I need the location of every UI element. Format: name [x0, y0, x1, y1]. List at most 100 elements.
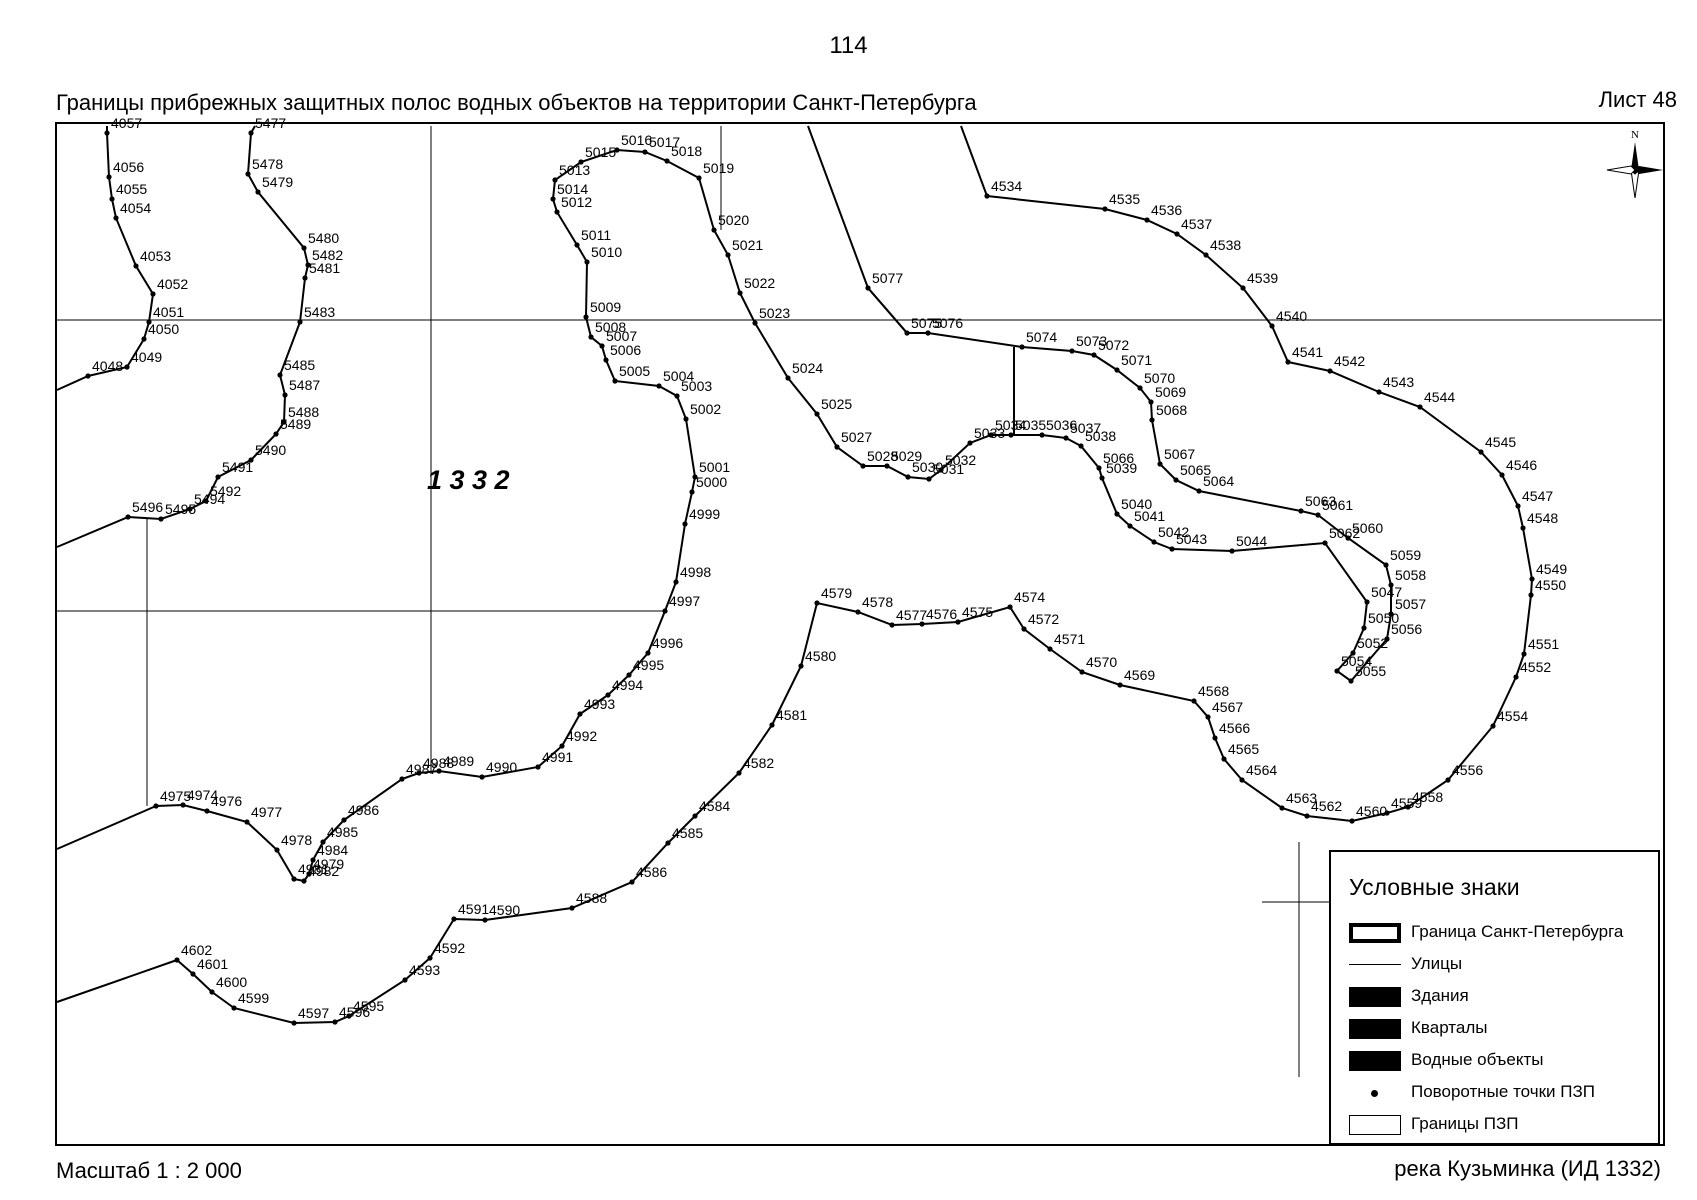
- turning-point[interactable]: [1298, 508, 1304, 514]
- turning-point[interactable]: [248, 130, 254, 136]
- turning-point[interactable]: [341, 817, 347, 823]
- turning-point[interactable]: [104, 130, 110, 136]
- turning-point[interactable]: [1169, 546, 1175, 552]
- turning-point[interactable]: [482, 917, 488, 923]
- turning-point[interactable]: [665, 840, 671, 846]
- turning-point[interactable]: [689, 489, 695, 495]
- turning-point[interactable]: [1383, 562, 1389, 568]
- turning-point[interactable]: [612, 378, 618, 384]
- turning-point[interactable]: [889, 622, 895, 628]
- turning-point[interactable]: [1478, 449, 1484, 455]
- turning-point[interactable]: [1348, 678, 1354, 684]
- turning-point[interactable]: [174, 957, 180, 963]
- turning-point[interactable]: [552, 177, 558, 183]
- turning-point[interactable]: [245, 171, 251, 177]
- turning-point[interactable]: [614, 147, 620, 153]
- turning-point[interactable]: [1528, 592, 1534, 598]
- turning-point[interactable]: [1515, 503, 1521, 509]
- turning-point[interactable]: [273, 431, 279, 437]
- turning-point[interactable]: [683, 416, 689, 422]
- turning-point[interactable]: [1513, 674, 1519, 680]
- turning-point[interactable]: [141, 336, 147, 342]
- turning-point[interactable]: [1008, 432, 1014, 438]
- turning-point[interactable]: [1205, 714, 1211, 720]
- turning-point[interactable]: [656, 383, 662, 389]
- turning-point[interactable]: [274, 847, 280, 853]
- turning-point[interactable]: [277, 372, 283, 378]
- turning-point[interactable]: [153, 803, 159, 809]
- turning-point[interactable]: [603, 357, 609, 363]
- turning-point[interactable]: [1078, 443, 1084, 449]
- turning-point[interactable]: [1521, 651, 1527, 657]
- turning-point[interactable]: [306, 871, 312, 877]
- turning-point[interactable]: [1114, 367, 1120, 373]
- turning-point[interactable]: [1405, 804, 1411, 810]
- turning-point[interactable]: [1212, 735, 1218, 741]
- turning-point[interactable]: [1149, 417, 1155, 423]
- turning-point[interactable]: [1137, 385, 1143, 391]
- turning-point[interactable]: [988, 432, 994, 438]
- turning-point[interactable]: [1350, 650, 1356, 656]
- turning-point[interactable]: [855, 609, 861, 615]
- turning-point[interactable]: [569, 905, 575, 911]
- turning-point[interactable]: [1334, 668, 1340, 674]
- turning-point[interactable]: [124, 364, 130, 370]
- turning-point[interactable]: [1322, 540, 1328, 546]
- turning-point[interactable]: [1099, 475, 1105, 481]
- turning-point[interactable]: [301, 878, 307, 884]
- turning-point[interactable]: [332, 1019, 338, 1025]
- turning-point[interactable]: [190, 971, 196, 977]
- turning-point[interactable]: [1529, 576, 1535, 582]
- turning-point[interactable]: [231, 1005, 237, 1011]
- turning-point[interactable]: [599, 343, 605, 349]
- turning-point[interactable]: [451, 916, 457, 922]
- turning-point[interactable]: [297, 319, 303, 325]
- turning-point[interactable]: [255, 189, 261, 195]
- turning-point[interactable]: [158, 516, 164, 522]
- turning-point[interactable]: [305, 262, 311, 268]
- turning-point[interactable]: [769, 722, 775, 728]
- turning-point[interactable]: [905, 474, 911, 480]
- turning-point[interactable]: [133, 263, 139, 269]
- turning-point[interactable]: [1151, 539, 1157, 545]
- turning-point[interactable]: [1173, 477, 1179, 483]
- turning-point[interactable]: [884, 463, 890, 469]
- turning-point[interactable]: [1021, 626, 1027, 632]
- turning-point[interactable]: [204, 808, 210, 814]
- turning-point[interactable]: [736, 770, 742, 776]
- turning-point[interactable]: [814, 600, 820, 606]
- turning-point[interactable]: [926, 476, 932, 482]
- turning-point[interactable]: [106, 174, 112, 180]
- turning-point[interactable]: [1499, 472, 1505, 478]
- turning-point[interactable]: [785, 375, 791, 381]
- turning-point[interactable]: [737, 290, 743, 296]
- turning-point[interactable]: [904, 330, 910, 336]
- turning-point[interactable]: [674, 393, 680, 399]
- turning-point[interactable]: [1019, 344, 1025, 350]
- turning-point[interactable]: [577, 711, 583, 717]
- turning-point[interactable]: [967, 440, 973, 446]
- turning-point[interactable]: [673, 579, 679, 585]
- turning-point[interactable]: [578, 159, 584, 165]
- turning-point[interactable]: [1069, 348, 1075, 354]
- turning-point[interactable]: [399, 776, 405, 782]
- turning-point[interactable]: [109, 196, 115, 202]
- turning-point[interactable]: [1384, 810, 1390, 816]
- turning-point[interactable]: [1417, 404, 1423, 410]
- turning-point[interactable]: [146, 319, 152, 325]
- turning-point[interactable]: [865, 285, 871, 291]
- turning-point[interactable]: [664, 158, 670, 164]
- turning-point[interactable]: [281, 419, 287, 425]
- turning-point[interactable]: [925, 330, 931, 336]
- turning-point[interactable]: [1279, 805, 1285, 811]
- turning-point[interactable]: [150, 291, 156, 297]
- turning-point[interactable]: [209, 989, 215, 995]
- turning-point[interactable]: [402, 977, 408, 983]
- turning-point[interactable]: [180, 802, 186, 808]
- turning-point[interactable]: [696, 175, 702, 181]
- turning-point[interactable]: [752, 320, 758, 326]
- turning-point[interactable]: [535, 764, 541, 770]
- turning-point[interactable]: [984, 193, 990, 199]
- turning-point[interactable]: [554, 209, 560, 215]
